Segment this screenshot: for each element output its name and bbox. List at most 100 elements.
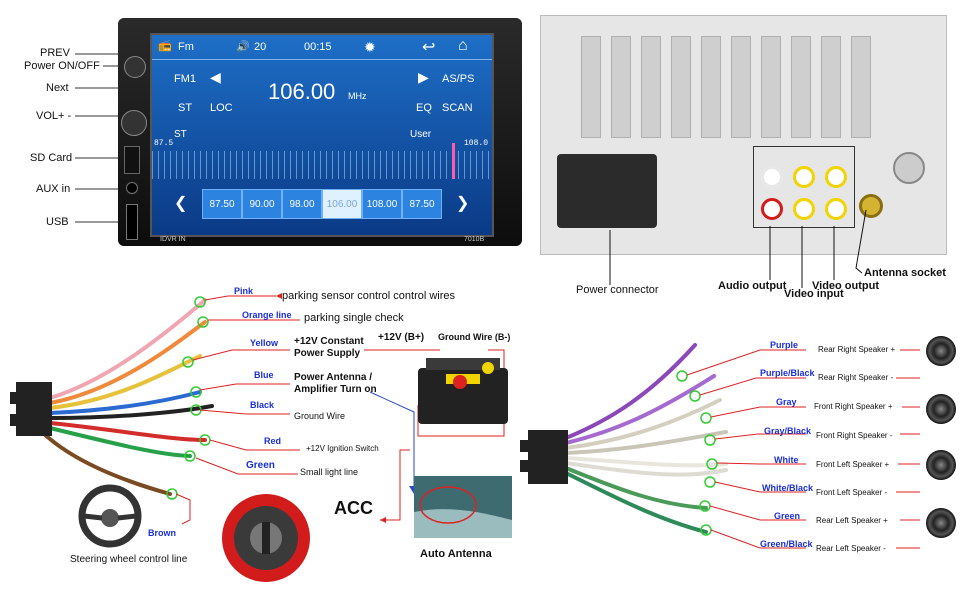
aux-jack[interactable] (126, 182, 138, 194)
heat-sink-fin (641, 36, 661, 138)
heat-sink-fin (791, 36, 811, 138)
speaker-wire-desc: Front Left Speaker - (816, 488, 888, 497)
tuning-marker[interactable] (452, 143, 455, 179)
band-button[interactable]: FM1 (174, 73, 196, 85)
volume-value: 20 (254, 41, 267, 53)
speaker-wire-desc: Rear Left Speaker + (816, 516, 888, 525)
presets-left-icon[interactable]: ❮ (174, 195, 188, 212)
touch-screen: 📻 Fm 🔊 20 00:15 ✹ ↩ ⌂ FM1 ◀ ▶ AS/PS ST L… (150, 33, 494, 237)
settings-icon[interactable]: ✹ (364, 39, 376, 55)
rca-video-out-2[interactable] (825, 198, 847, 220)
next-label: Next (46, 82, 69, 94)
rca-video-in-2[interactable] (793, 198, 815, 220)
speaker-wire-color: White/Black (762, 483, 814, 493)
tuning-scale[interactable] (152, 151, 492, 179)
asps-button[interactable]: AS/PS (442, 73, 475, 85)
wire-desc-pink: parking sensor control control wires (282, 290, 456, 302)
loc-button[interactable]: LOC (210, 102, 233, 114)
preset-button-selected[interactable]: 106.00 (322, 189, 362, 219)
scale-max: 108.0 (464, 139, 489, 148)
speaker-wire-desc: Front Right Speaker + (814, 402, 893, 411)
speaker-wire-color: Green (774, 511, 801, 521)
speaker-wire-color: Gray (776, 397, 797, 407)
preset-button[interactable]: 108.00 (362, 189, 402, 219)
audio-output-label: Audio output (718, 280, 787, 292)
ignition-switch-icon (222, 494, 310, 582)
mode-label: Fm (178, 41, 194, 53)
battery-negative-label: Ground Wire (B-) (438, 332, 511, 342)
prev-station-icon[interactable]: ◀ (210, 69, 221, 85)
home-icon[interactable]: ⌂ (458, 37, 468, 54)
battery-positive-label: +12V (B+) (378, 332, 425, 343)
wire-desc-yellow: +12V Constant Power Supply (294, 336, 364, 359)
scan-button[interactable]: SCAN (442, 102, 473, 114)
power-connector-label: Power connector (576, 284, 659, 296)
battery-icon (418, 358, 508, 424)
preset-button[interactable]: 90.00 (242, 189, 282, 219)
frequency-display: 106.00 (268, 79, 336, 104)
video-output-label: Video output (812, 280, 880, 292)
wire-color-orange: Orange line (242, 310, 292, 320)
speaker-icon (926, 336, 956, 366)
back-icon[interactable]: ↩ (422, 39, 436, 56)
heat-sink-fin (851, 36, 871, 138)
rca-panel (753, 146, 855, 228)
sd-card-slot[interactable] (124, 146, 140, 174)
heat-sink-fin (821, 36, 841, 138)
speaker-wire-color: Purple (770, 340, 799, 350)
presets-right-icon[interactable]: ❯ (456, 195, 470, 212)
usb-label: USB (46, 216, 69, 228)
speaker-wire-desc: Rear Left Speaker - (816, 544, 886, 553)
power-connector-socket[interactable] (557, 154, 657, 228)
st-button[interactable]: ST (178, 102, 193, 114)
wire-desc-red: +12V Ignition Switch (306, 444, 379, 453)
scale-left-label: ST (174, 129, 187, 140)
power-label: Power ON/OFF (24, 60, 100, 72)
speaker-icon (926, 450, 956, 480)
speaker-icon (926, 394, 956, 424)
preset-button[interactable]: 98.00 (282, 189, 322, 219)
next-station-icon[interactable]: ▶ (418, 69, 429, 85)
rca-video-in-1[interactable] (793, 166, 815, 188)
speaker-wire-color: Gray/Black (764, 426, 812, 436)
wire-desc-brown: Steering wheel control line (70, 554, 188, 565)
heat-sink-fin (671, 36, 691, 138)
preset-button[interactable]: 87.50 (202, 189, 242, 219)
wire-color-pink: Pink (234, 286, 254, 296)
sd-card-label: SD Card (30, 152, 73, 164)
frequency-unit: MHz (348, 91, 367, 101)
rca-audio-white[interactable] (761, 166, 783, 188)
speaker-wire-desc: Front Left Speaker + (816, 460, 890, 469)
heat-sink-fin (701, 36, 721, 138)
volume-icon: 🔊 (236, 41, 250, 53)
eq-button[interactable]: EQ (416, 102, 432, 114)
rca-video-out-1[interactable] (825, 166, 847, 188)
wire-desc-black: Ground Wire (294, 411, 346, 421)
speaker-wire-color: White (774, 455, 799, 465)
wire-color-brown: Brown (148, 528, 176, 538)
wire-color-blue: Blue (254, 370, 274, 380)
heat-sink-fin (581, 36, 601, 138)
antenna-socket[interactable] (859, 194, 883, 218)
wire-color-red: Red (264, 436, 282, 446)
scale-min: 87.5 (154, 139, 174, 148)
volume-knob[interactable] (121, 110, 147, 136)
auto-antenna-photo (414, 476, 512, 538)
heat-sink-fin (731, 36, 751, 138)
preset-button[interactable]: 87.50 (402, 189, 442, 219)
speaker-wire-desc: Rear Right Speaker + (818, 345, 896, 354)
rear-panel (540, 15, 947, 255)
wire-color-yellow: Yellow (250, 338, 279, 348)
acc-label: ACC (334, 498, 373, 518)
power-knob[interactable] (124, 56, 146, 78)
wire-desc-orange: parking single check (304, 312, 404, 324)
usb-port[interactable] (126, 204, 138, 240)
auto-antenna-label: Auto Antenna (420, 548, 492, 560)
rca-audio-red[interactable] (761, 198, 783, 220)
wire-color-green: Green (246, 460, 275, 471)
speaker-wire-color: Purple/Black (760, 368, 815, 378)
